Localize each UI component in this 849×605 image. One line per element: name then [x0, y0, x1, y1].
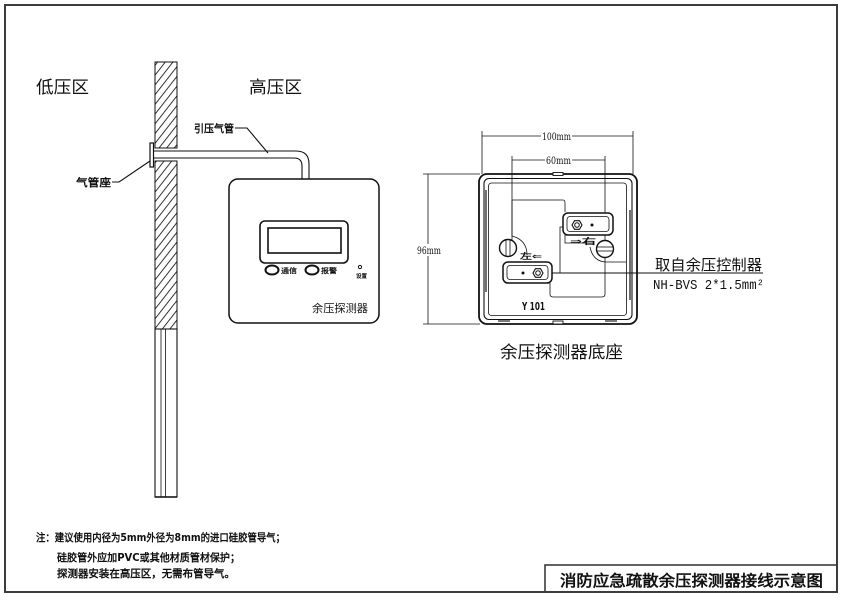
detector-body [228, 178, 380, 324]
tube-seat-label: 气管座 [75, 176, 112, 189]
alarm-indicator-icon [304, 264, 320, 276]
title-block-frame [544, 564, 838, 593]
cable-source-label: 取自余压控制器 [655, 256, 762, 274]
right-mounting-screw [595, 239, 615, 259]
base-inner-frame [483, 177, 633, 321]
page-border [4, 4, 838, 593]
dimension-width: 100mm [481, 130, 634, 174]
pressure-detector: 通信 报警 设置 余压探测器 [228, 178, 380, 324]
setting-button-icon [357, 264, 363, 270]
terminal-recess [506, 265, 549, 280]
base-caption: 余压探测器底座 [500, 343, 623, 363]
notes: 注：建议使用内径为5mm外径为8mm的进口硅胶管导气； 硅胶管外应加PVC或其他… [36, 531, 285, 580]
dimension-text-mask [545, 154, 572, 166]
high-pressure-zone-label: 高压区 [249, 78, 302, 98]
width-dimension-label: 100mm [542, 132, 571, 143]
right-terminal: ⇒右 [562, 212, 614, 246]
comm-indicator-label: 通信 [281, 266, 297, 275]
low-pressure-zone-label: 低压区 [36, 78, 89, 98]
wall-hatch-upper [154, 61, 178, 149]
terminal-dot [590, 223, 594, 227]
dimension-height: 96mm [416, 173, 480, 325]
screw-icon [574, 222, 580, 228]
screw-nut-icon [532, 268, 544, 278]
screw-icon [535, 270, 541, 276]
height-dimension-label: 96mm [417, 246, 441, 257]
left-mounting-screw [498, 238, 518, 258]
dimension-text-mask [416, 244, 442, 256]
note-line: 探测器安装在高压区，无需布管导气。 [57, 567, 235, 580]
top-notch [552, 172, 564, 176]
inner-plate-outline [511, 199, 626, 298]
display-bezel [259, 220, 349, 264]
pressure-tube-leader [235, 127, 269, 154]
drawing-title: 消防应急疏散余压探测器接线示意图 [560, 571, 823, 590]
cable-spec-label: NH-BVS 2*1.5mm² [653, 279, 764, 294]
mounting-screw-icon [595, 239, 615, 259]
hole-spacing-dimension-label: 60mm [546, 156, 571, 167]
right-terminal-label: ⇒右 [570, 236, 596, 246]
tube-seat-leader [112, 160, 151, 183]
model-label: Y 101 [521, 301, 545, 313]
detector-name-label: 余压探测器 [312, 301, 368, 315]
screw-nut-icon [571, 220, 583, 230]
setting-label: 设置 [356, 272, 367, 280]
wall [154, 61, 178, 498]
mounting-screw-icon [498, 238, 518, 258]
comm-indicator-icon [264, 264, 280, 276]
wall-plain-section [154, 328, 178, 498]
base-plate-view: 100mm 60mm 96mm [416, 130, 764, 363]
left-terminal: 左⇐ [502, 251, 553, 284]
pressure-tube-label: 引压气管 [194, 122, 234, 135]
title-block: 消防应急疏散余压探测器接线示意图 [544, 564, 838, 593]
terminal-recess [566, 216, 610, 232]
lcd-display [267, 227, 342, 254]
left-terminal-label: 左⇐ [519, 251, 543, 261]
note-line: 硅胶管外应加PVC或其他材质管材保护； [57, 551, 240, 564]
installation-view: 低压区 高压区 引压气管 气管座 通信 报警 设置 [36, 61, 380, 498]
terminal-dot [521, 271, 525, 275]
tube-seat [149, 142, 155, 168]
bottom-notch [552, 320, 564, 325]
note-line: 注：建议使用内径为5mm外径为8mm的进口硅胶管导气； [36, 531, 285, 544]
pressure-tube [153, 150, 310, 179]
base-plate [488, 182, 627, 316]
wall-hatch-lower [154, 160, 178, 330]
dimension-text-mask [541, 130, 572, 142]
alarm-indicator-label: 报警 [321, 266, 337, 275]
